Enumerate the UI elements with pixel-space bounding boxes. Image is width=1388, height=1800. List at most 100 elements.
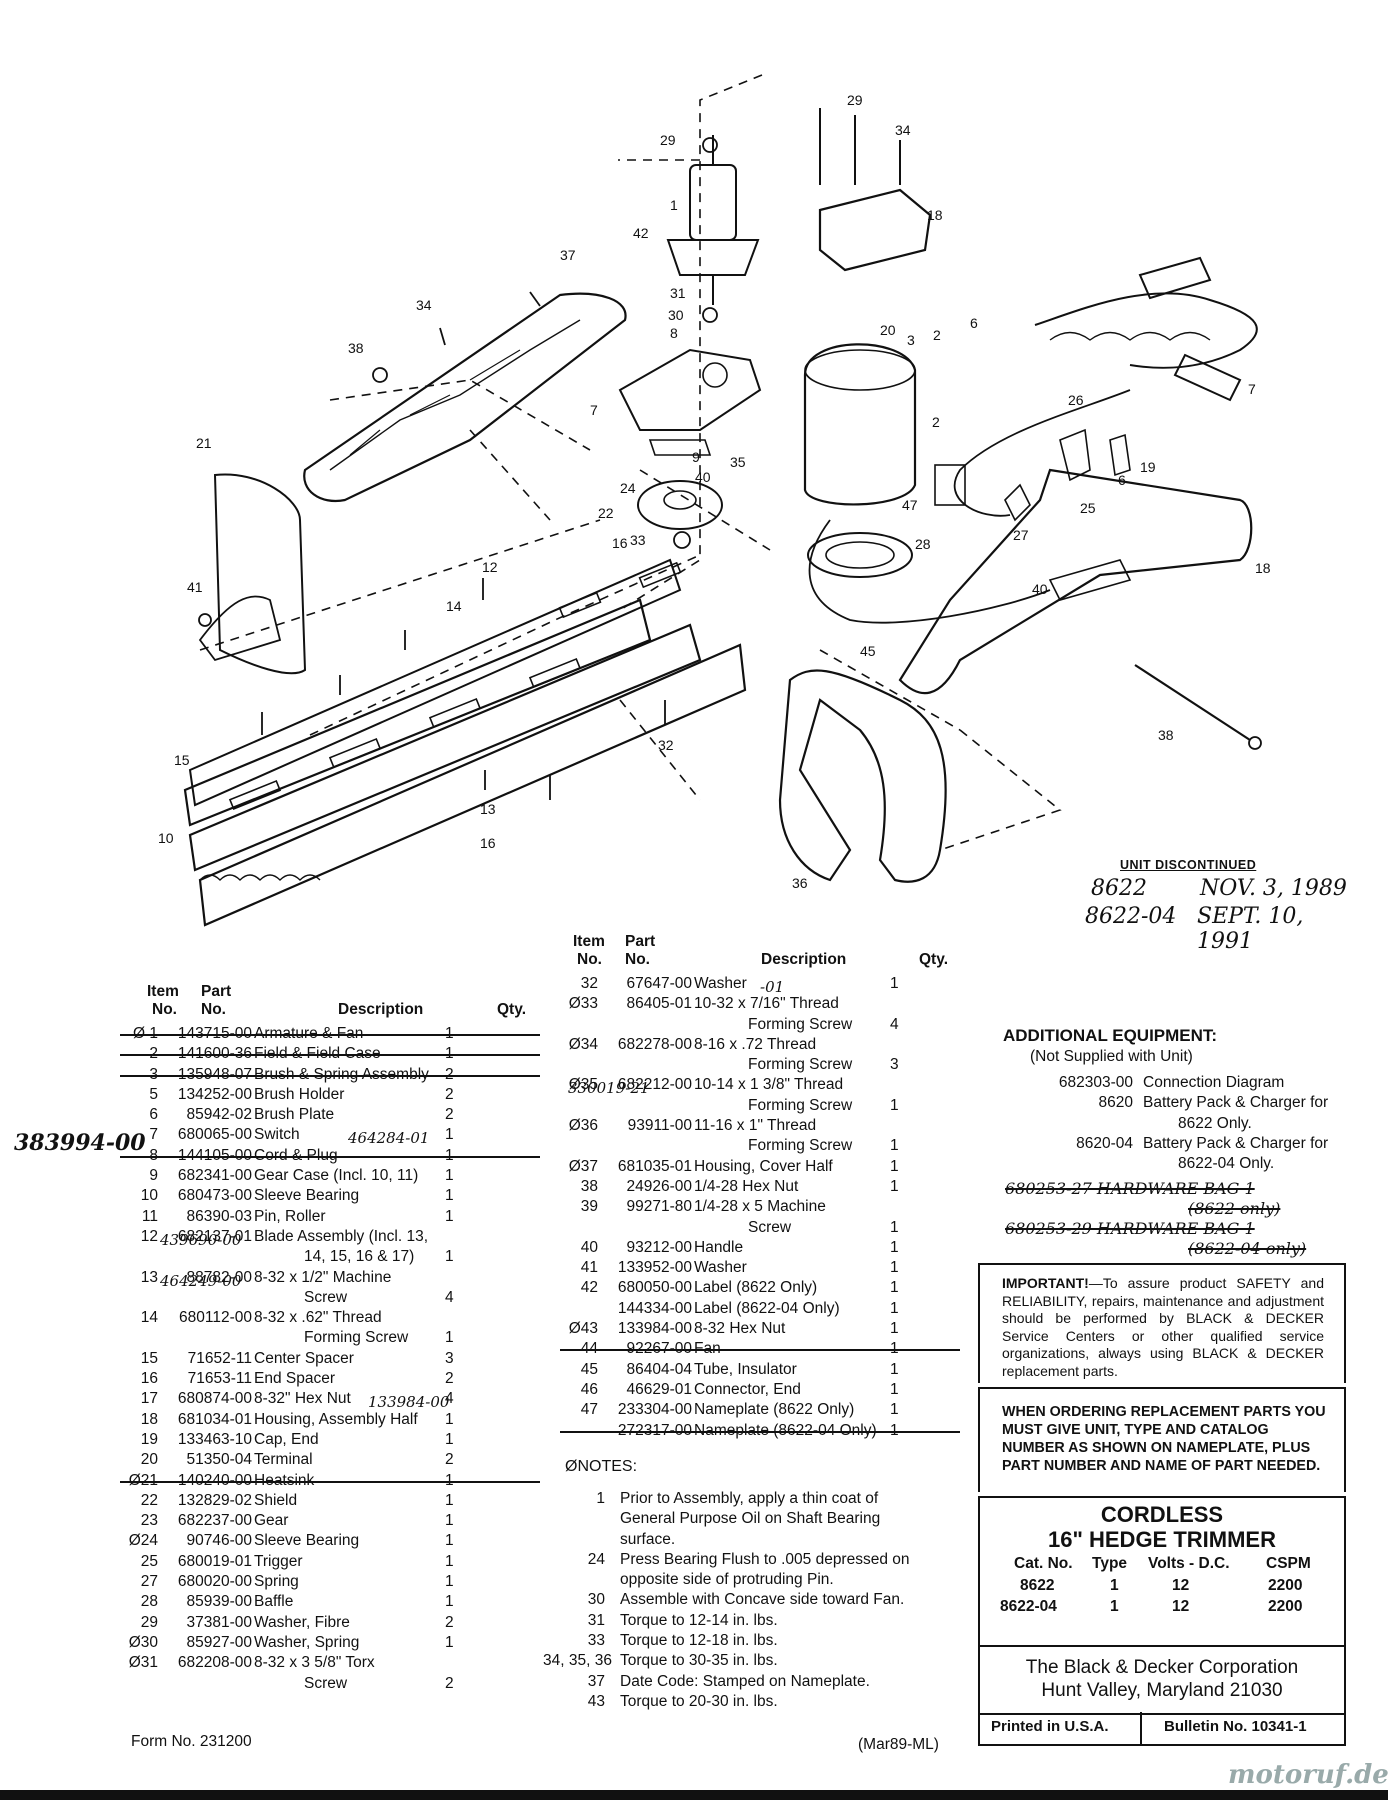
callout: 2 [933,327,941,343]
note-item: General Purpose Oil on Shaft Bearing [565,1509,965,1529]
description: Trigger [254,1552,303,1570]
item-no: Ø 1 [133,1025,158,1042]
part-no: 88782-00 [186,1268,252,1286]
part-no: 86405-01 [626,995,692,1013]
part-no: 680050-00 [617,1279,692,1297]
part-no: 71653-11 [187,1370,252,1388]
part-no: 682212-00 [617,1076,692,1094]
part-no: 680020-00 [177,1573,252,1591]
callout: 7 [1248,381,1256,397]
item-no: 6 [149,1106,158,1124]
qty: 1 [890,1401,899,1419]
callout: 12 [482,559,498,575]
bulletin-number: Bulletin No. 10341-1 [1164,1718,1307,1735]
qty: 1 [445,1532,454,1550]
description: 8-32 x .62" Thread [254,1309,382,1327]
qty: 2 [445,1106,454,1124]
callout: 29 [847,92,863,108]
item-no: 40 [580,1238,598,1256]
part-no: 51350-04 [186,1451,252,1469]
part-no: 681035-01 [617,1157,692,1175]
qty: 1 [890,1218,899,1236]
note-number: 43 [587,1692,605,1710]
qty: 1 [445,1633,454,1651]
note-number: 24 [587,1550,605,1568]
watermark: motoruf.de [1228,1760,1388,1790]
description: Fan [694,1340,721,1358]
callout: 18 [927,207,943,223]
callout: 25 [1080,500,1096,516]
callout: 10 [158,830,174,846]
additional-item: 8622 Only. [1003,1115,1343,1135]
description: Label (8622-04 Only) [694,1299,840,1317]
item-no: 39 [580,1198,598,1216]
note-text: Torque to 12-14 in. lbs. [620,1611,778,1629]
description: 8-32" Hex Nut [254,1390,351,1408]
qty: 1 [890,1279,899,1297]
qty: 1 [890,1238,899,1256]
qty: 1 [445,1146,454,1164]
description: Washer, Fibre [254,1613,350,1631]
additional-sub: (Not Supplied with Unit) [1030,1048,1193,1065]
description: Cap, End [254,1430,319,1448]
part-no: 93911-00 [627,1117,692,1135]
description: Nameplate (8622 Only) [694,1401,855,1419]
part-no: 67647-00 [626,975,692,992]
part-no: 133463-10 [177,1430,252,1448]
item-no: 38 [580,1177,598,1195]
description: 8-32 Hex Nut [694,1320,786,1338]
qty: 1 [445,1573,454,1591]
description: Nameplate (8622-04 Only) [694,1421,877,1439]
description: Gear [254,1512,289,1530]
callout: 19 [1140,459,1156,475]
company-address: Hunt Valley, Maryland 21030 [1041,1680,1283,1701]
part-no: 682278-00 [617,1035,692,1053]
handwritten-correction: 464249-00 [160,1271,242,1290]
description: 8-16 x .72 Thread [694,1035,817,1053]
qty: 1 [445,1187,454,1205]
description: Label (8622 Only) [694,1279,818,1297]
qty: 2 [445,1085,454,1103]
item-no: 5 [149,1085,158,1103]
notes-heading: ØNOTES: [565,1458,638,1475]
callout: 31 [670,285,686,301]
product-cell: 12 [1172,1598,1190,1615]
handwritten-correction: 464284-01 [348,1129,430,1148]
callout: 36 [792,875,808,891]
item-no: 29 [140,1613,158,1631]
handwritten-correction: 439690-00 [160,1230,242,1249]
callout: 16 [480,835,496,851]
item-no: 10 [140,1187,158,1205]
callout: 40 [695,469,711,485]
qty: 1 [890,1137,899,1155]
product-line2: 16" HEDGE TRIMMER [1047,1527,1276,1552]
part-no: 24926-00 [626,1177,692,1195]
item-no: 12 [140,1227,158,1245]
callout: 7 [590,402,598,418]
handwritten-correction: 330019-21 [568,1079,650,1098]
item-no: 45 [580,1360,598,1378]
callout: 6 [1118,472,1126,488]
part-no: 680473-00 [177,1187,252,1205]
qty: 2 [445,1674,454,1692]
qty: 2 [445,1370,454,1388]
callout: 33 [630,532,646,548]
product-cell: 1 [1110,1598,1119,1615]
qty: 4 [890,1015,899,1033]
